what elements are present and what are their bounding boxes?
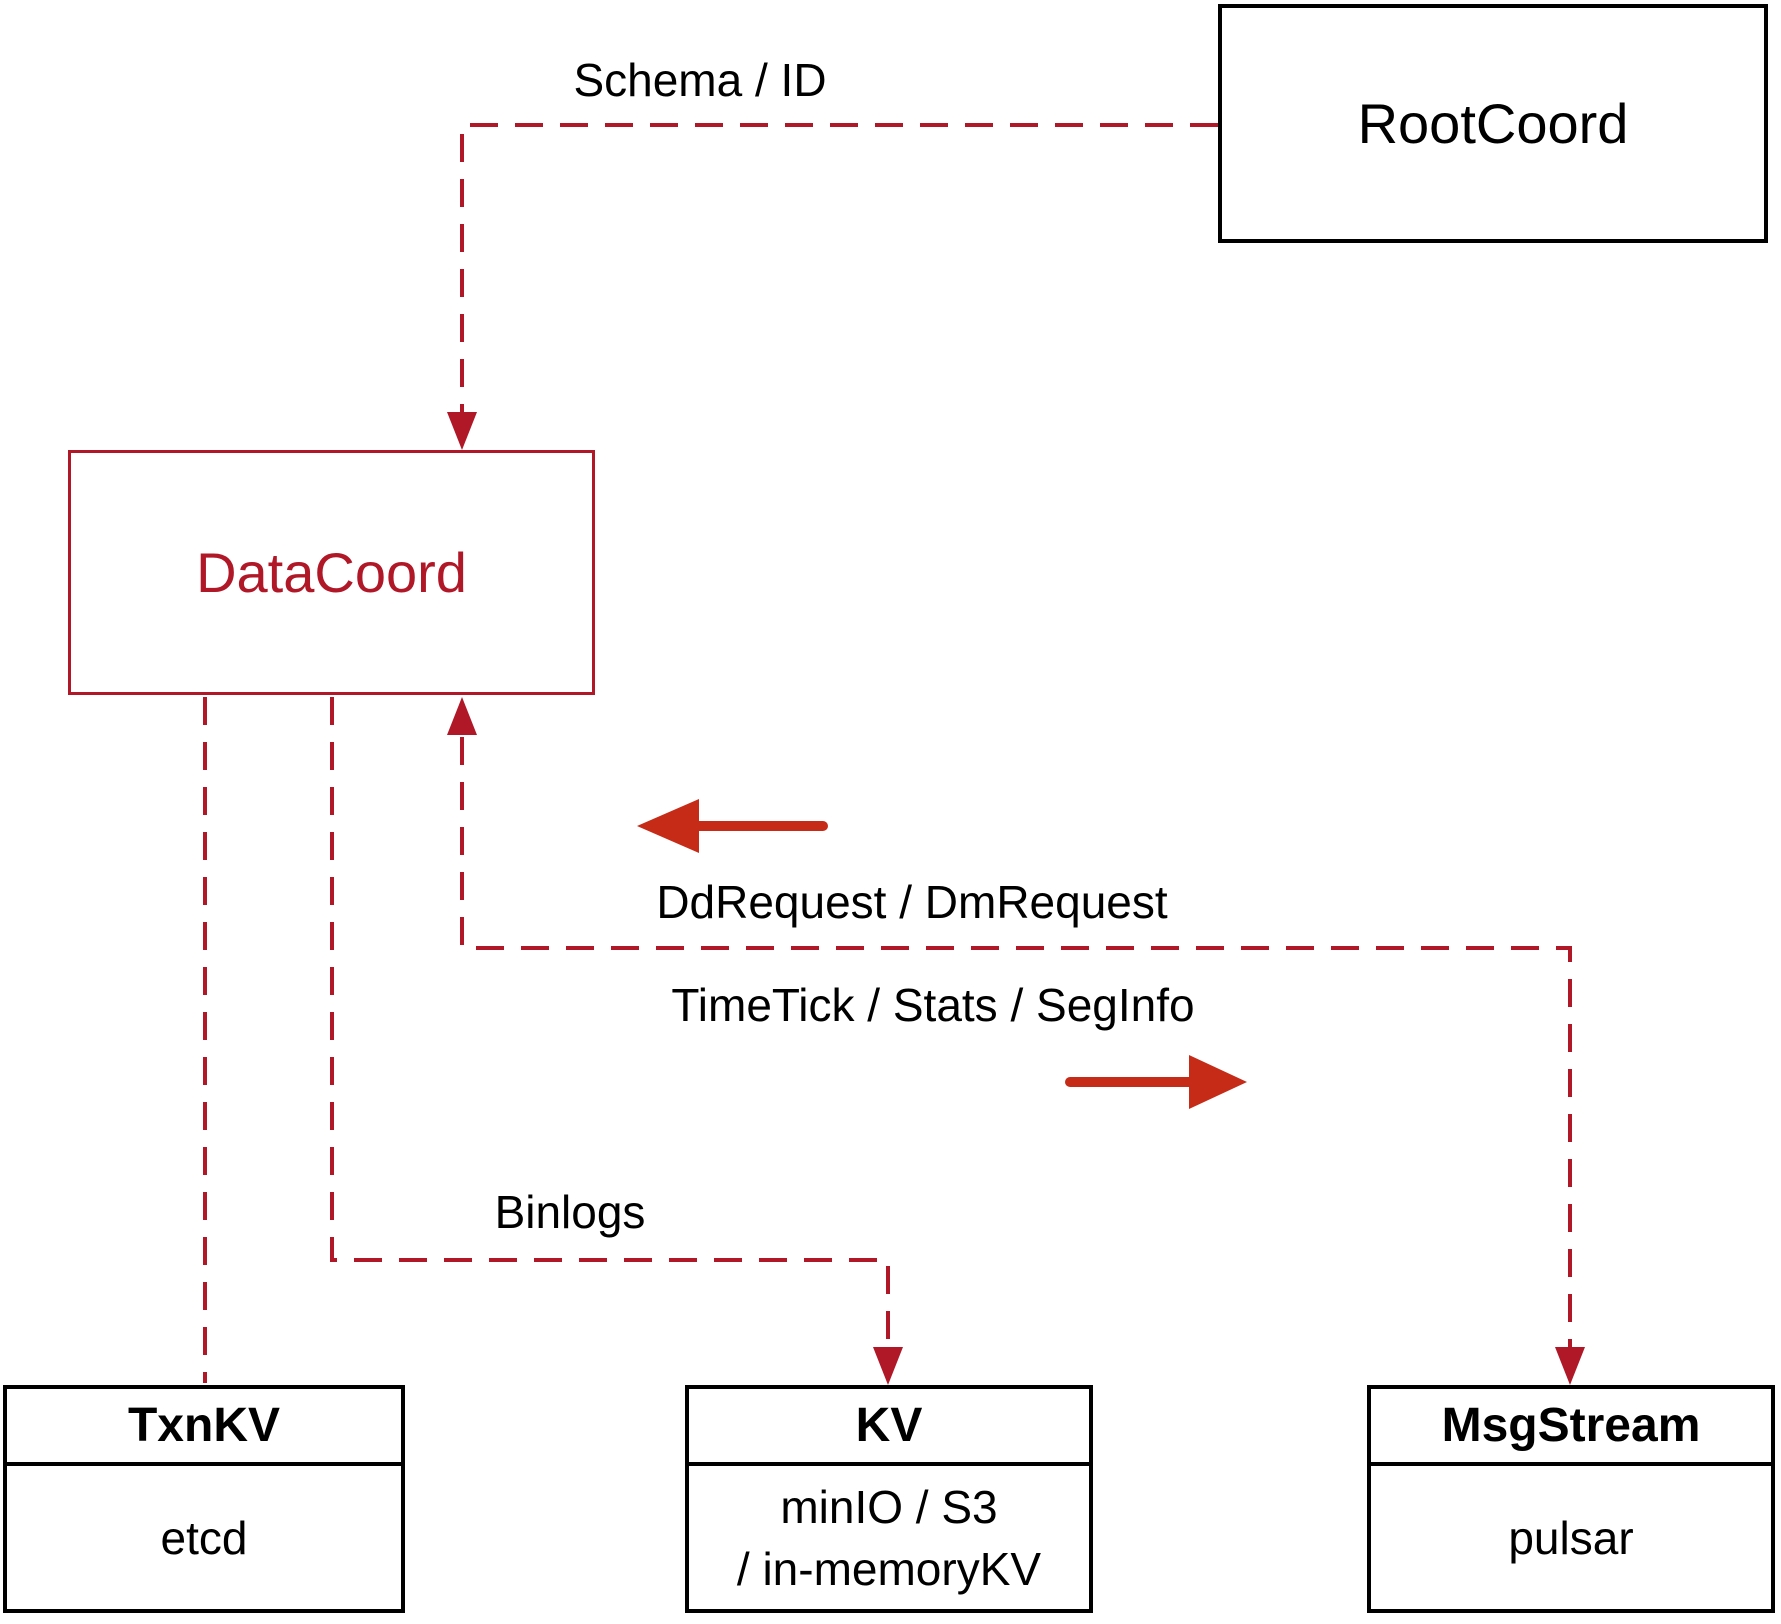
msgstream-body: pulsar [1371,1466,1771,1609]
kv-body: minIO / S3 / in-memoryKV [689,1466,1089,1609]
node-datacoord: DataCoord [68,450,595,695]
edge-binlogs [330,697,903,1385]
rootcoord-label: RootCoord [1357,92,1629,155]
arrowhead-down-icon [873,1347,903,1385]
arrowhead-up-icon [447,697,477,735]
arrowhead-down-icon [447,412,477,450]
edge-label-binlogs: Binlogs [494,1186,646,1238]
msgstream-title: MsgStream [1371,1389,1771,1466]
edge-label-schema-id: Schema / ID [573,54,827,106]
direction-arrow-right-icon [1065,1055,1247,1109]
edge-label-ddrequest: DdRequest / DmRequest [656,876,1168,928]
kv-impl-line1: minIO / S3 [780,1480,998,1533]
node-kv: KV minIO / S3 / in-memoryKV [685,1385,1093,1613]
txnkv-impl-label: etcd [160,1511,248,1564]
node-txnkv: TxnKV etcd [3,1385,405,1613]
kv-impl-line2: / in-memoryKV [736,1542,1042,1595]
txnkv-title: TxnKV [7,1389,401,1466]
msgstream-impl-label: pulsar [1508,1511,1634,1564]
kv-title: KV [689,1389,1089,1466]
node-msgstream: MsgStream pulsar [1367,1385,1775,1613]
node-rootcoord: RootCoord [1218,4,1768,243]
datacoord-label: DataCoord [196,541,467,604]
edge-schema-id [447,123,1218,450]
edge-ddrequest-timetick [447,697,1585,1385]
edge-label-timetick: TimeTick / Stats / SegInfo [671,979,1195,1031]
direction-arrow-left-icon [637,799,828,853]
arrowhead-down-icon [1555,1347,1585,1385]
txnkv-body: etcd [7,1466,401,1609]
